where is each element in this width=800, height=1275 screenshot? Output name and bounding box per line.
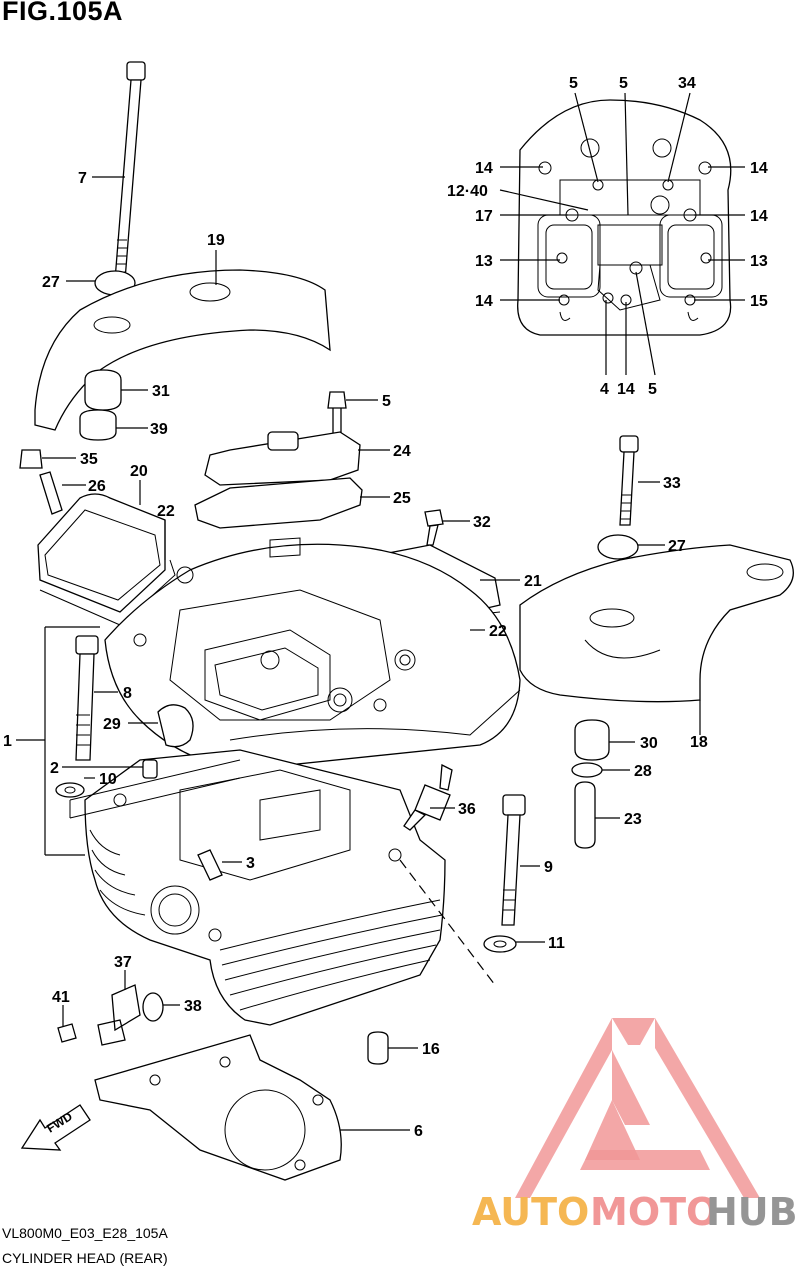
part-7-stud-bolt	[114, 61, 146, 281]
part-28-washer	[571, 762, 603, 778]
callout-39: 39	[150, 421, 168, 438]
watermark-moto: MOTO	[590, 1190, 718, 1234]
part-25-gasket	[194, 477, 363, 529]
inset-callout-4: 4	[600, 381, 609, 398]
callout-26: 26	[88, 478, 106, 495]
callout-labels: 7 19 27 31 39 35 26 20 22 5 24 25 32 21 …	[3, 75, 768, 1140]
inset-callout-14b: 14	[750, 160, 768, 177]
callout-35: 35	[80, 451, 98, 468]
callout-22-right: 22	[489, 623, 507, 640]
fwd-arrow-icon: FWD	[20, 1104, 91, 1151]
inset-callout-5c: 5	[648, 381, 657, 398]
part-32-bolt	[424, 509, 444, 546]
part-8-bolt	[75, 635, 99, 761]
callout-2: 2	[50, 760, 59, 777]
callout-22: 22	[157, 503, 175, 520]
callout-25: 25	[393, 490, 411, 507]
callout-38: 38	[184, 998, 202, 1015]
part-39-damper	[79, 409, 117, 441]
part-9-bolt	[501, 794, 526, 926]
part-41-bolt	[57, 1023, 77, 1043]
callout-41: 41	[52, 989, 70, 1006]
part-38-o-ring	[142, 992, 164, 1022]
part-29-plug	[157, 704, 194, 748]
inset-callout-12-40: 12·40	[447, 183, 488, 200]
inset-callout-14c: 14	[750, 208, 768, 225]
callout-7: 7	[78, 170, 87, 187]
callout-30: 30	[640, 735, 658, 752]
part-36-spark-plug	[403, 763, 453, 831]
callout-36: 36	[458, 801, 476, 818]
part-2-dowel	[142, 759, 158, 779]
figure-title: FIG.105A	[2, 0, 124, 26]
part-37-fitting	[97, 984, 141, 1046]
callout-9: 9	[544, 859, 553, 876]
callout-16: 16	[422, 1041, 440, 1058]
part-33-bolt	[619, 435, 639, 526]
callout-1: 1	[3, 733, 12, 750]
callout-33: 33	[663, 475, 681, 492]
callout-24: 24	[393, 443, 411, 460]
callout-10: 10	[99, 771, 117, 788]
inset-callout-13a: 13	[475, 253, 493, 270]
callout-28: 28	[634, 763, 652, 780]
inset-callout-5b: 5	[619, 75, 628, 92]
leader-lines	[16, 92, 745, 1131]
part-18-cover	[519, 544, 794, 703]
inset-callout-14a: 14	[475, 160, 493, 177]
watermark-auto: AUTO	[472, 1190, 589, 1234]
callout-19: 19	[207, 232, 225, 249]
callout-11: 11	[548, 935, 565, 952]
part-26-bolt	[39, 471, 63, 515]
model-code: VL800M0_E03_E28_105A	[2, 1225, 168, 1241]
callout-6: 6	[414, 1123, 423, 1140]
inset-callout-14e: 14	[617, 381, 635, 398]
callout-23: 23	[624, 811, 642, 828]
part-30-damper	[574, 719, 610, 761]
part-3-stud	[197, 849, 223, 881]
inset-head-underside	[517, 99, 732, 336]
watermark-logo: AUTO MOTO HUB	[472, 1018, 798, 1234]
callout-20: 20	[130, 463, 148, 480]
part-35-bolt	[19, 449, 43, 469]
callout-27: 27	[42, 274, 60, 291]
part-23-collar	[574, 781, 596, 849]
inset-callout-13b: 13	[750, 253, 768, 270]
watermark-hub: HUB	[706, 1190, 798, 1234]
callout-5: 5	[382, 393, 391, 410]
part-19-cover	[34, 269, 331, 431]
inset-callout-14d: 14	[475, 293, 493, 310]
part-16-dowel	[367, 1031, 389, 1065]
inset-callout-5a: 5	[569, 75, 578, 92]
callout-21: 21	[524, 573, 542, 590]
callout-32: 32	[473, 514, 491, 531]
inset-callout-17: 17	[475, 208, 493, 225]
part-27-grommet-right	[597, 534, 639, 560]
cylinder-head-assembly	[69, 537, 521, 1026]
callout-31: 31	[152, 383, 170, 400]
part-6-head-gasket	[94, 1034, 342, 1181]
callout-27-right: 27	[668, 538, 686, 555]
callout-3: 3	[246, 855, 255, 872]
part-31-damper	[84, 369, 122, 411]
part-10-washer	[55, 782, 85, 798]
callout-18: 18	[690, 734, 708, 751]
diagram-name: CYLINDER HEAD (REAR)	[2, 1250, 168, 1266]
inset-callout-34: 34	[678, 75, 696, 92]
inset-callout-15: 15	[750, 293, 768, 310]
callout-8: 8	[123, 685, 132, 702]
part-11-washer	[483, 935, 517, 953]
part-24-plate	[204, 431, 361, 486]
callout-29: 29	[103, 716, 121, 733]
callout-37: 37	[114, 954, 132, 971]
